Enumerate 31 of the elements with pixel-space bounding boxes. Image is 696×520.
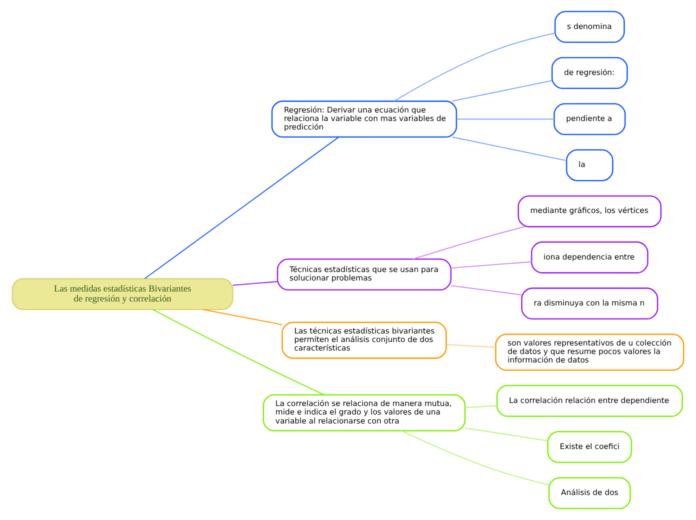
connector [394,32,556,102]
node-box: de regresión: [551,56,628,89]
connector [144,136,339,280]
node-box: Técnicas estadísticas que se usan para solucionar problemas [276,258,452,291]
node-box: son valores representativos de u colección de datos y que resume pocos valores la información de datos [495,334,684,371]
connector [452,136,567,162]
connector [401,430,550,486]
connector [465,428,548,442]
node-box: ra disminuya con la misma n [521,288,658,320]
connector [465,405,497,408]
connector [446,344,496,348]
connector [456,118,554,120]
node-box: s denomina [554,10,625,43]
connector [232,281,278,286]
node-box: Existe el coefici [547,431,632,464]
connector [152,309,325,396]
node-box: La correlación se relaciona de manera mutua, mide e indica el grado y los valores de una variable al relacionarse con otra [262,394,466,432]
node-box: Las técnicas estadísticas bivariantes permiten el análisis conjunto de dos características [282,322,447,359]
node-box: mediante gráficos, los vértices [518,195,662,228]
connector [412,226,525,260]
connector [450,285,522,296]
node-box: Las medidas estadísticas Bivariantes de regresión y correlación [12,278,234,310]
connector [452,80,552,102]
node-box: pendiente a [554,103,626,136]
connector [450,261,532,268]
node-box: La correlación relación entre dependiente [496,384,683,417]
node-box: Análisis de dos [548,477,631,510]
node-box: la [566,149,614,182]
node-box: iona dependencia entre [530,241,648,274]
node-box: Regresión: Derivar una ecuación que relaciona la variable con mas variables de predicción [271,100,458,138]
connector [204,309,282,326]
